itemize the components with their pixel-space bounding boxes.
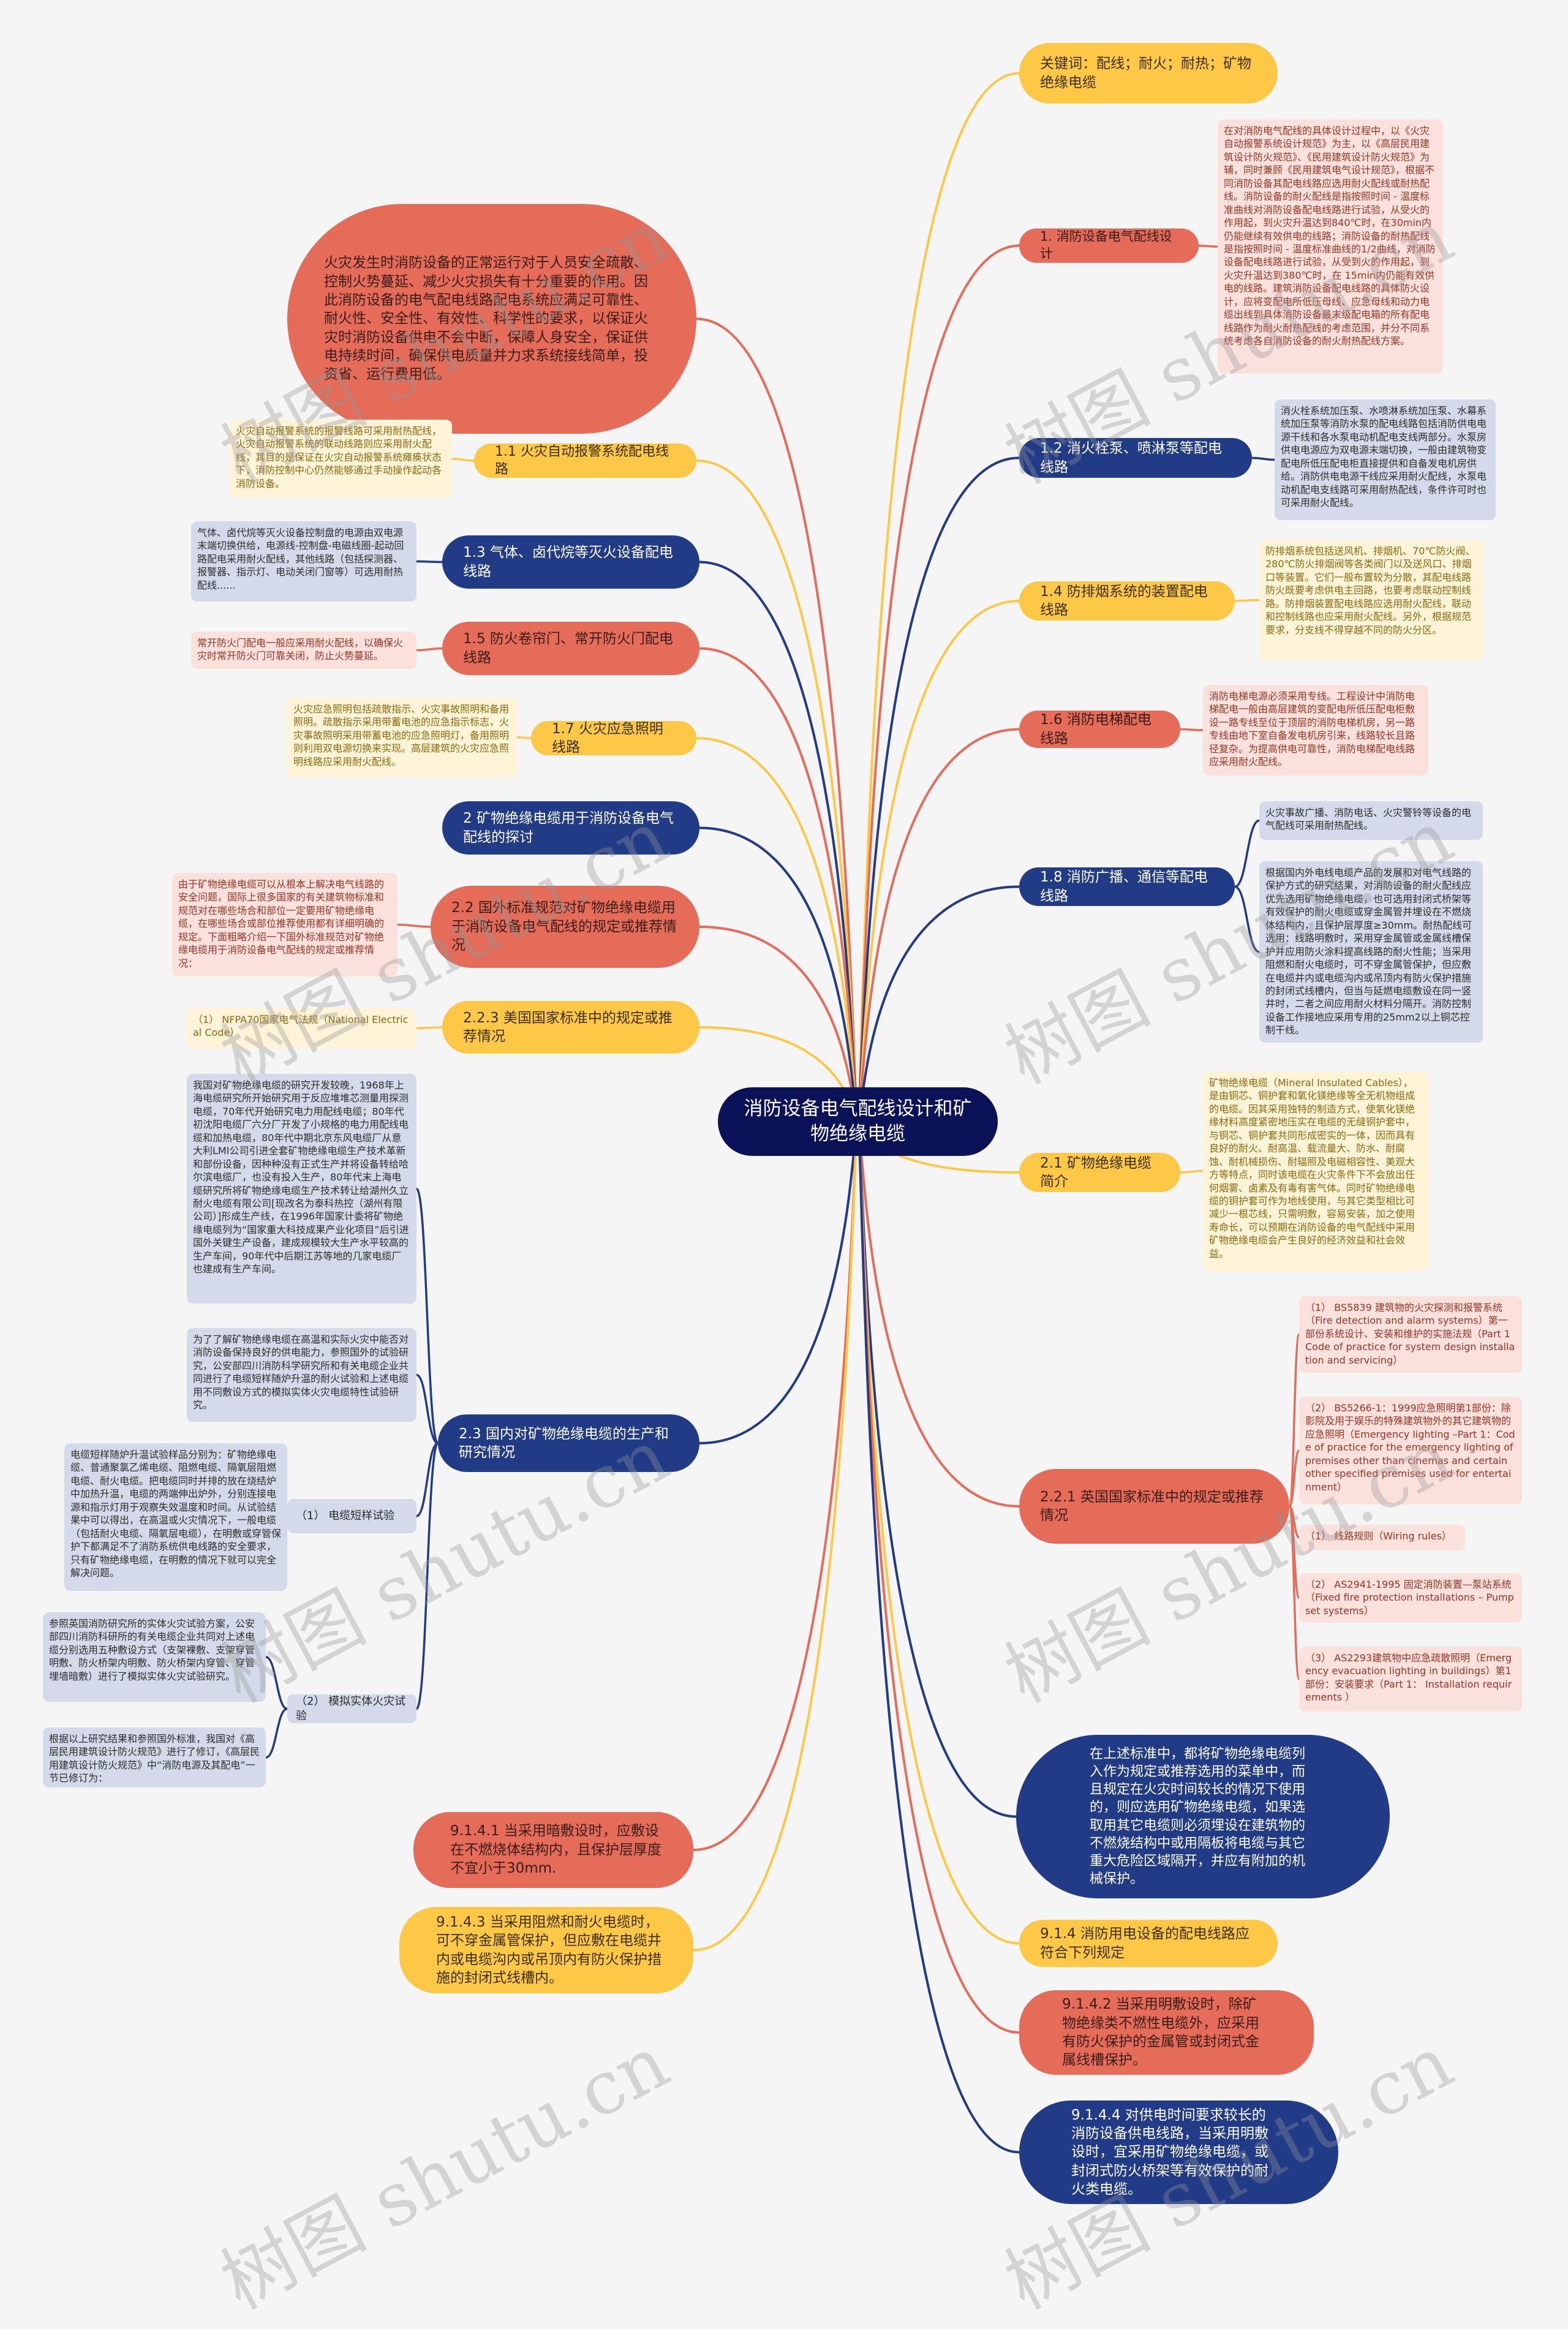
topic-2-2-3[interactable]: 2.2.3 美国国家标准中的规定或推荐情况 (442, 1001, 699, 1054)
note-1-7: 火灾应急照明包括疏散指示、火灾事故照明和备用照明。疏散指示采用带蓄电池的应急指示… (287, 698, 517, 777)
connector-root-n12 (856, 456, 1020, 1123)
note-1-5: 常开防火门配电一般应采用耐火配线，以确保火灾时常开防火门可靠关闭，防止火势蔓延。 (191, 632, 417, 669)
note-2-2: 由于矿物绝缘电缆可以从根本上解决电气线路的安全问题，国际上很多国家的有关建筑物标… (172, 873, 398, 976)
standard-item: （3） AS2293建筑物中应急疏散照明（Emergency evacuatio… (1299, 1647, 1522, 1712)
note-2-1: 矿物绝缘电缆（Mineral Insulated Cables），是由铜芯、铜护… (1203, 1071, 1428, 1270)
connector-n1-n1_note (1198, 244, 1218, 248)
topic-1-8[interactable]: 1.8 消防广播、通信等配电线路 (1019, 867, 1235, 906)
topic-2-3[interactable]: 2.3 国内对矿物绝缘电缆的生产和研究情况 (438, 1414, 699, 1472)
connector-root-n9144 (856, 1120, 1020, 2154)
connector-n18-n18b (1234, 885, 1260, 953)
note-1-1: 火灾自动报警系统的报警线路可采用耐热配线，火灾自动报警系统的联动线路则应采用耐火… (230, 420, 452, 498)
connector-n12-n12_note (1251, 456, 1275, 461)
note-1-3: 气体、卤代烷等灭火设备控制盘的电源由双电源末端切换供给，电源线-控制盘-电磁线圈… (191, 521, 417, 602)
topic-9-1-4-3[interactable]: 9.1.4.3 当采用阻燃和耐火电缆时，可不穿金属管保护，但应敷在电缆井内或电缆… (399, 1907, 693, 1993)
connector-n14-n14_note (1234, 598, 1260, 602)
topic-2-1[interactable]: 2.1 矿物绝缘电缆简介 (1019, 1153, 1180, 1192)
topic-1[interactable]: 1. 消防设备电气配线设计 (1019, 228, 1199, 263)
standard-item: （2） AS2941-1995 固定消防装置—泵站系统（Fixed fire p… (1299, 1573, 1522, 1623)
standard-item: （1） BS5839 建筑物的火灾探测和报警系统（Fire detection … (1299, 1296, 1522, 1373)
connector-n23-n23b (416, 1373, 439, 1444)
topic-1-4[interactable]: 1.4 防排烟系统的装置配电线路 (1019, 581, 1235, 621)
connector-n16-n16_note (1180, 728, 1204, 731)
intro-topic[interactable]: 火灾发生时消防设备的正常运行对于人员安全疏散、控制火势蔓延、减少火灾损失有十分重… (287, 204, 696, 434)
standards-summary-topic[interactable]: 在上述标准中，都将矿物绝缘电缆列入作为规定或推荐选用的菜单中，而且规定在火灾时间… (1016, 1735, 1390, 1898)
topic-1-7[interactable]: 1.7 火灾应急照明线路 (531, 721, 696, 755)
connector-n23-t2 (415, 1442, 439, 1710)
connector-root-n9141 (693, 1120, 859, 1851)
connector-t2-t2b (265, 1707, 288, 1759)
connector-n11-n11_note (451, 458, 475, 462)
connector-n221-s4 (1288, 1505, 1300, 1680)
connector-n23-t1 (416, 1442, 439, 1517)
connector-n18-n18a (1234, 819, 1260, 888)
topic-9-1-4-2[interactable]: 9.1.4.2 当采用明敷设时，除矿物绝缘类不燃性电缆外，应采用有防火保护的金属… (1019, 1990, 1314, 2075)
connector-n15-n15_note (416, 647, 443, 652)
note-1-8-broadcast: 火灾事故广播、消防电话、火灾警铃等设备的电气配线可采用耐热配线。 (1259, 801, 1483, 840)
standard-item: （2） BS5266-1：1999应急照明第1部份：除影院及用于娱乐的特殊建筑物… (1299, 1397, 1522, 1504)
note-2-3-history: 我国对矿物绝缘电缆的研究开发较晚，1968年上海电缆研究所开始研究用于反应堆堆芯… (187, 1074, 417, 1304)
topic-short-sample-test[interactable]: （1） 电缆短样试验 (287, 1499, 417, 1533)
connector-n221-s1 (1288, 1449, 1300, 1508)
connector-root-n9142 (856, 1120, 1020, 2034)
root-topic[interactable]: 消防设备电气配线设计和矿物绝缘电缆 (718, 1087, 998, 1156)
connector-n23-n23a (415, 1187, 439, 1444)
connector-root-n2 (699, 826, 859, 1123)
connector-n221-s0 (1288, 1333, 1300, 1508)
connector-root-n23 (699, 1120, 859, 1444)
topic-1-5[interactable]: 1.5 防火卷帘门、常开防火门配电线路 (442, 622, 699, 675)
connector-n22-n22_note (397, 923, 431, 928)
connector-root-n221 (856, 1120, 1020, 1508)
standard-item: （1） 线路规则（Wiring rules） (1299, 1525, 1465, 1550)
topic-9-1-4[interactable]: 9.1.4 消防用电设备的配电线路应符合下列规定 (1019, 1920, 1278, 1967)
connector-root-std (856, 1120, 1017, 1818)
topic-9-1-4-1[interactable]: 9.1.4.1 当采用暗敷设时，应敷设在不燃烧体结构内，且保护层厚度不宜小于30… (413, 1812, 693, 1888)
topic-2[interactable]: 2 矿物绝缘电缆用于消防设备电气配线的探讨 (442, 801, 699, 855)
note-1-8-wiring: 根据国内外电线电缆产品的发展和对电气线路的保护方式的研究结果，对消防设备的耐火配… (1259, 861, 1483, 1043)
note-1-2: 消火栓系统加压泵、水喷淋系统加压泵、水幕系统加压泵等消防水泵的配电线路包括消防供… (1275, 399, 1496, 520)
topic-2-2-1[interactable]: 2.2.1 英国国家标准中的规定或推荐情况 (1019, 1469, 1289, 1544)
note-1-6: 消防电梯电源必须采用专线。工程设计中消防电梯配电一般由高层建筑的变配电所低压配电… (1203, 685, 1428, 776)
topic-9-1-4-4[interactable]: 9.1.4.4 对供电时间要求较长的消防设备供电线路，当采用明敷设时，宜采用矿物… (1019, 2101, 1338, 2204)
keywords-topic[interactable]: 关键词：配线；耐火；耐热；矿物绝缘电缆 (1019, 43, 1278, 104)
connector-root-n1 (856, 244, 1020, 1123)
topic-1-1[interactable]: 1.1 火灾自动报警系统配电线路 (474, 444, 696, 478)
topic-1-2[interactable]: 1.2 消火栓泵、喷淋泵等配电线路 (1019, 438, 1252, 478)
topic-2-2[interactable]: 2.2 国外标准规范对矿物绝缘电缆用于消防设备电气配线的规定或推荐情况 (431, 886, 699, 968)
connector-n17-n17_note (516, 736, 532, 739)
note-2-2-3: （1） NFPA70国家电气法规（National Electrical Cod… (187, 1008, 417, 1048)
note-fire-simulation-test: 参照英国消防研究所的实体火灾试验方案，公安部四川消防科研所的有关电缆企业共同对上… (43, 1612, 266, 1702)
note-short-sample-test: 电缆短样随炉升温试验样品分别为：矿物绝缘电缆、普通聚氯乙烯电缆、阻燃电缆、隔氧层… (64, 1443, 287, 1591)
connector-root-kw (856, 72, 1020, 1123)
connector-root-n914 (856, 1120, 1020, 1945)
note-2-3-tests: 为了了解矿物绝缘电缆在高温和实际火灾中能否对消防设备保持良好的供电能力，参照国外… (187, 1328, 417, 1422)
note-1-4: 防排烟系统包括送风机、排烟机、70℃防火阀、280℃防火排烟阀等各类阀门以及送风… (1259, 540, 1483, 660)
topic-fire-simulation-test[interactable]: （2） 模拟实体火灾试验 (287, 1694, 417, 1723)
topic-1-6[interactable]: 1.6 消防电梯配电线路 (1019, 711, 1180, 748)
connector-n21-n21_note (1180, 1169, 1204, 1174)
connector-n223-n223_note (416, 1026, 443, 1030)
connector-root-intro (696, 317, 859, 1123)
note-1: 在对消防电气配线的具体设计过程中，以《火灾自动报警系统设计规范》为主，以《高层民… (1218, 119, 1443, 374)
connector-root-n9143 (693, 1120, 859, 1952)
connector-root-n18 (856, 885, 1020, 1123)
connector-t2-t2a (265, 1656, 288, 1710)
topic-1-3[interactable]: 1.3 气体、卤代烷等灭火设备配电线路 (442, 535, 699, 589)
note-code-revision: 根据以上研究结果和参照国外标准，我国对《高层民用建筑设计防火规范》进行了修订，《… (43, 1727, 266, 1787)
